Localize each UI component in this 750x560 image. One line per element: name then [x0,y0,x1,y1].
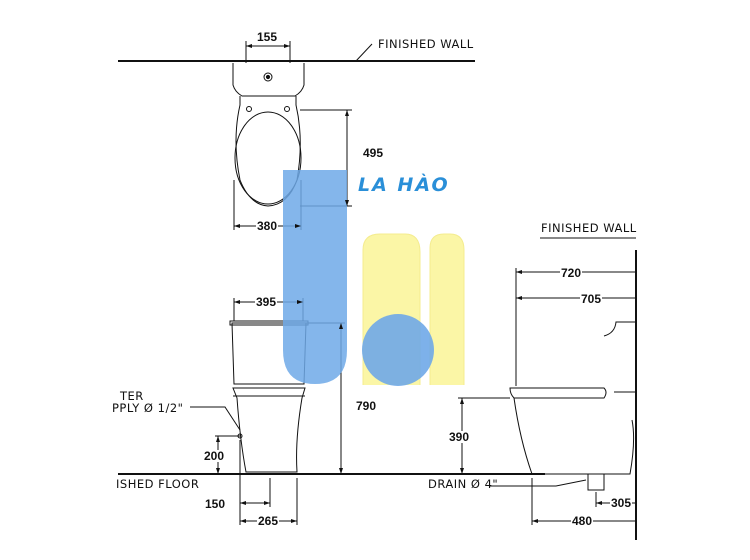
dim-supply-height: 200 [203,449,226,463]
dim-total-height: 790 [355,399,378,413]
dim-overall-depth: 720 [560,266,583,280]
tank-plan-outline [232,63,305,97]
finished-floor-label: ISHED FLOOR [116,477,200,491]
dim-base-depth: 480 [571,514,594,528]
dim-drain-offset-front: 265 [257,514,280,528]
water-supply-label-line2: PPLY Ø 1/2" [112,401,184,415]
dim-body-depth: 705 [580,292,603,306]
side-elevation [458,237,637,540]
dim-supply-offset: 150 [204,497,227,511]
dim-tank-top-width: 395 [255,295,278,309]
dim-bowl-depth: 495 [362,146,385,160]
dim-tank-width: 155 [256,30,279,44]
seat-plan-outline [234,111,302,205]
dimension-arrows [216,44,602,523]
tank-side-outline [603,321,637,393]
finished-wall-label-right: FINISHED WALL [541,221,637,235]
dim-bowl-width: 380 [256,219,279,233]
tank-front-outline [231,322,307,385]
drain-label: DRAIN Ø 4" [428,477,499,491]
seat-side-outline [509,387,607,399]
drain-pipe [587,474,605,491]
watermark-text: LA HÀO [358,174,450,196]
dim-seat-height: 390 [448,430,471,444]
bowl-side-outline [513,397,635,475]
bowl-front-outline [232,387,306,473]
finished-wall-label-top: FINISHED WALL [378,37,474,51]
water-supply-label-line1: TER [120,389,144,403]
wall-leader-top [355,43,373,62]
dim-drain-centre: 305 [610,496,633,510]
flush-button-icon [263,72,273,82]
watermark-logo [283,170,465,386]
